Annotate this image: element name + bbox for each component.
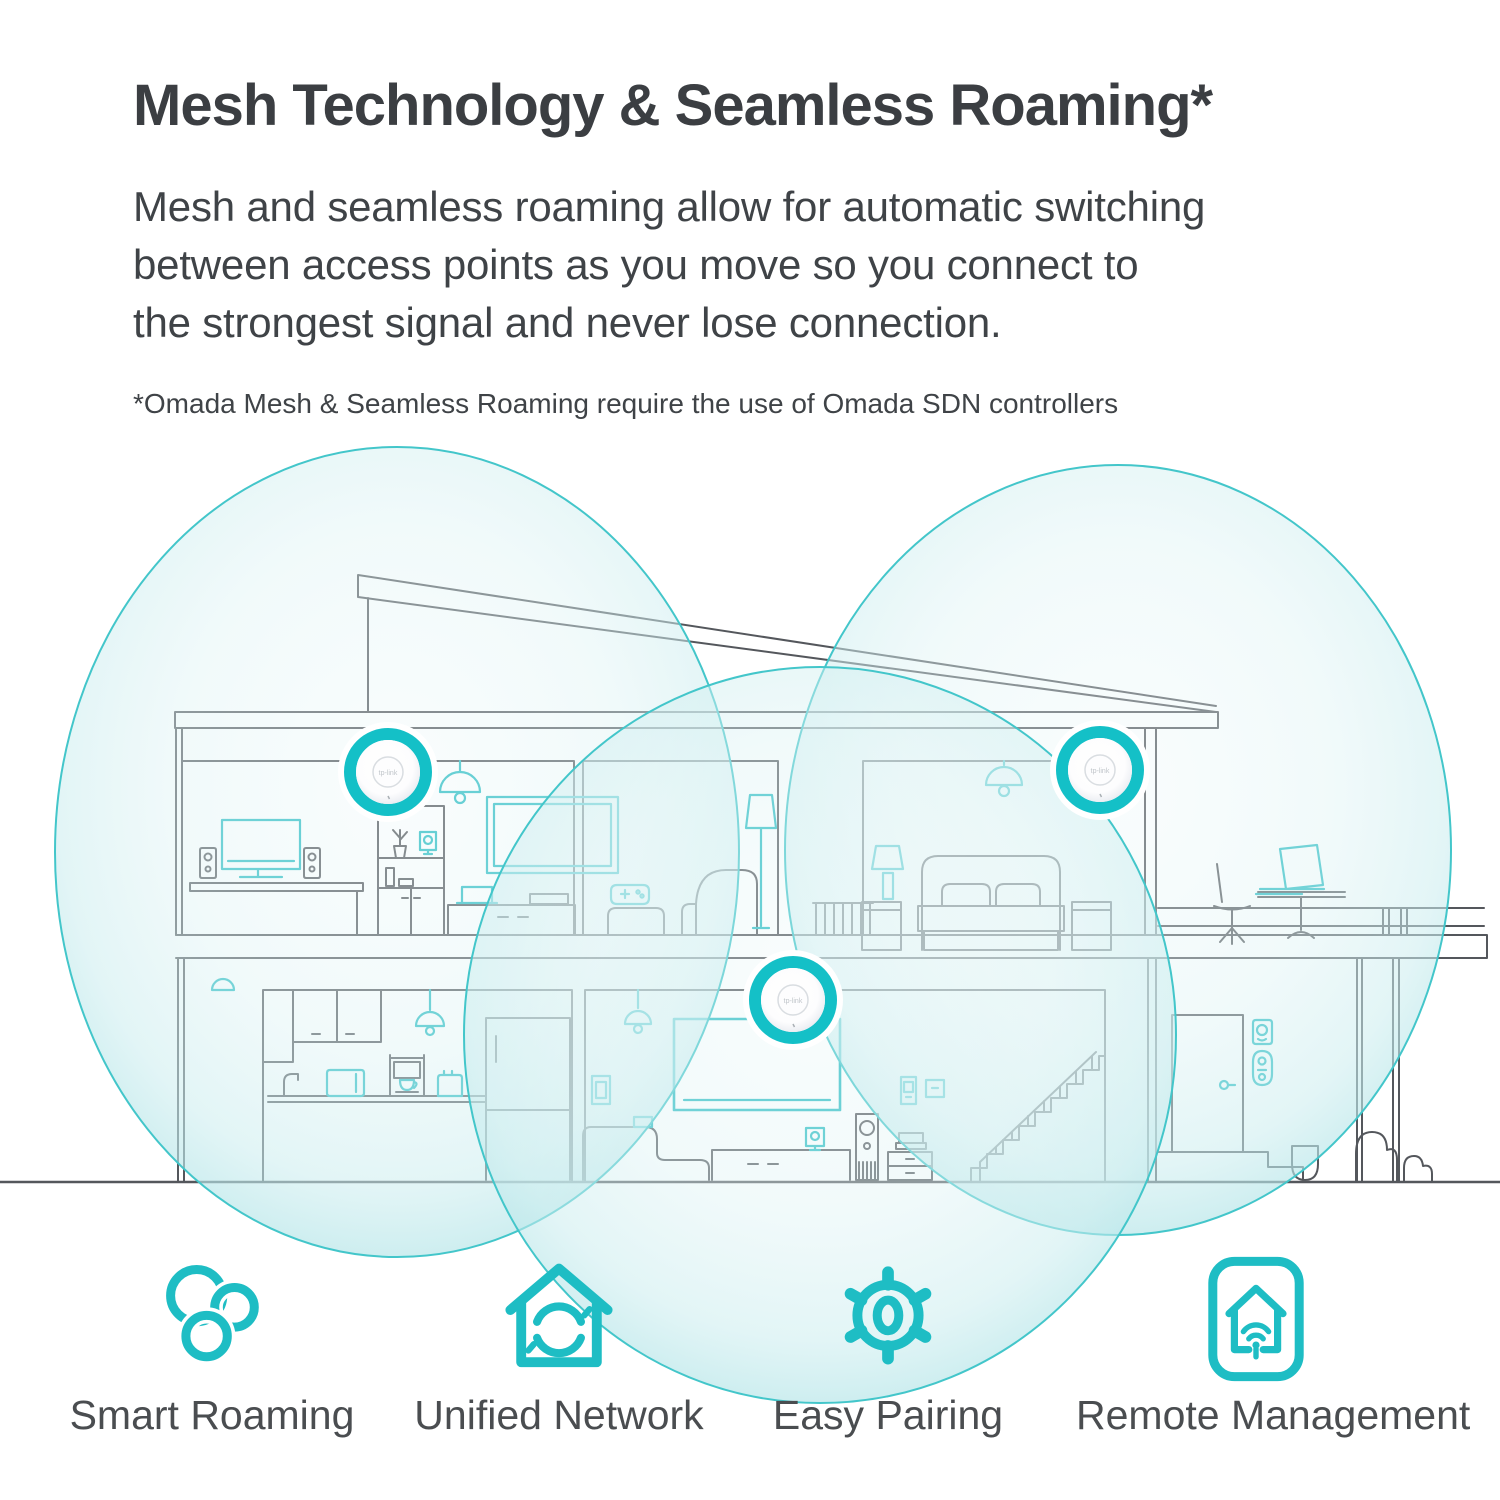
access-points: tp-link tp-link tp-link <box>338 720 1150 1050</box>
wifi-coverage-circles <box>54 446 1452 1404</box>
ap-logo: tp-link <box>1091 768 1110 775</box>
access-point-3: tp-link <box>743 950 843 1050</box>
description-text: Mesh and seamless roaming allow for auto… <box>133 183 1206 346</box>
page-title: Mesh Technology & Seamless Roaming* <box>133 73 1213 138</box>
footnote-text: *Omada Mesh & Seamless Roaming require t… <box>133 388 1119 419</box>
ap-logo: tp-link <box>379 770 398 777</box>
ap-logo: tp-link <box>784 998 803 1005</box>
access-point-2: tp-link <box>1050 720 1150 820</box>
access-point-1: tp-link <box>338 722 438 822</box>
